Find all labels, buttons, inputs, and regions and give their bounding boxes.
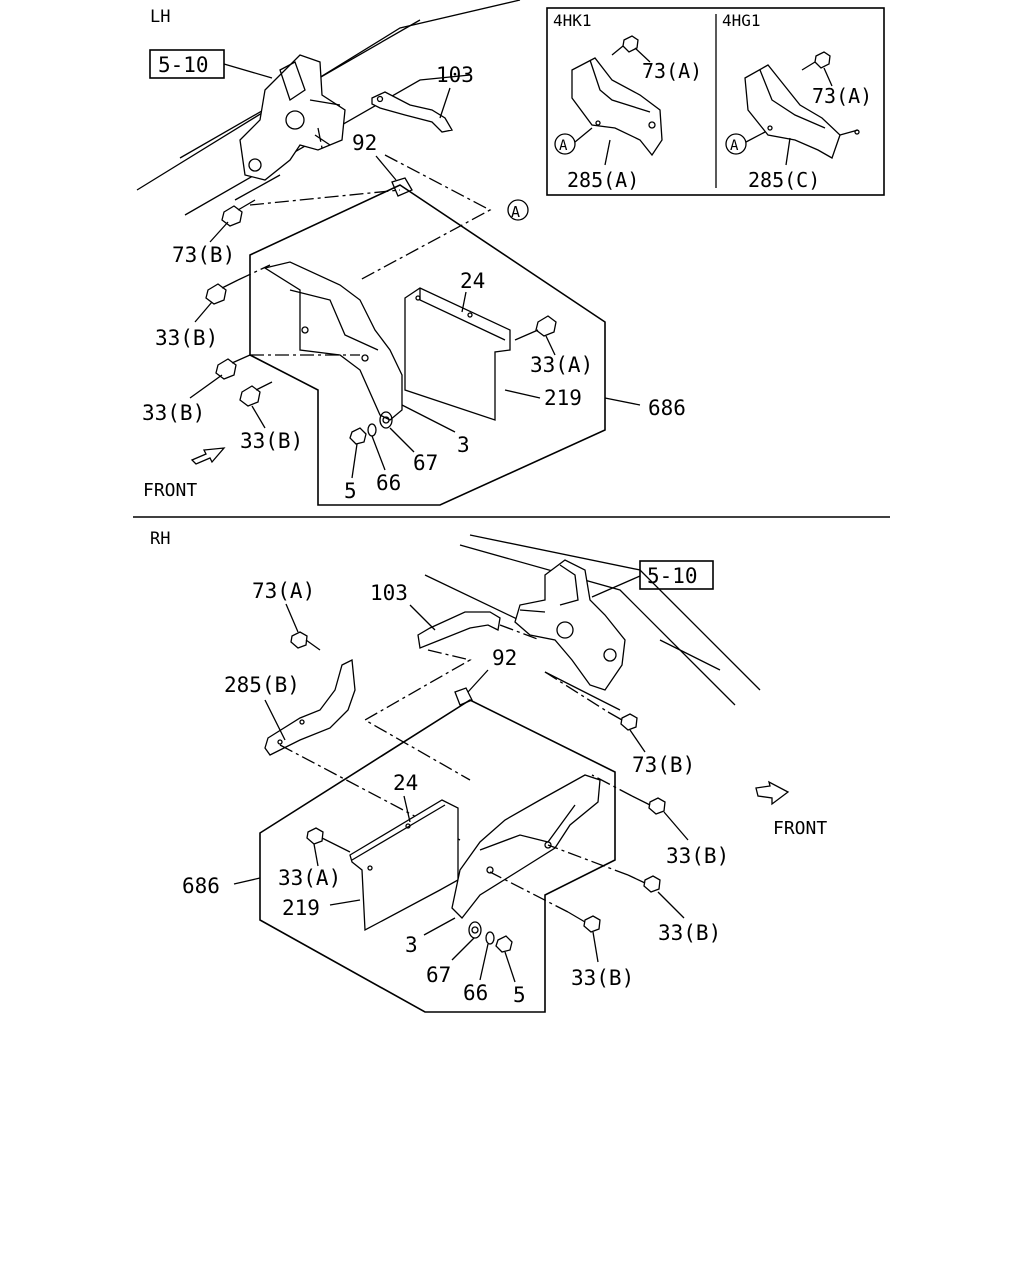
- rh-bracket-103: [417, 611, 501, 649]
- lh-washer-66: [367, 423, 377, 437]
- rh-callout-33b-1: 33(B): [666, 844, 729, 868]
- rh-washer-66: [485, 931, 495, 945]
- rh-nut-5: [495, 935, 513, 953]
- inset-right-bracket-label: 285(C): [748, 168, 820, 192]
- inset-left-title: 4HK1: [553, 11, 592, 30]
- engine-variant-inset: 4HK1 4HG1 73(A) A 285(A): [546, 7, 885, 196]
- lh-callout-33b-3: 33(B): [240, 429, 303, 453]
- rh-callout-219: 219: [282, 896, 320, 920]
- lh-callout-33b-1: 33(B): [155, 326, 218, 350]
- inset-bracket-285c: [744, 64, 860, 159]
- inset-left-bolt-label: 73(A): [642, 59, 702, 83]
- lh-callout-5: 5: [344, 479, 357, 503]
- lh-nut-5: [349, 427, 367, 445]
- rh-dust-cover-24: [349, 799, 459, 932]
- rh-washer-67: [468, 921, 482, 939]
- inset-frame: [546, 7, 885, 196]
- lh-callout-219: 219: [544, 386, 582, 410]
- inset-bolt-73a-right: [801, 51, 831, 71]
- lh-callout-67: 67: [413, 451, 438, 475]
- lh-ref-a: A: [511, 203, 520, 221]
- lh-engine-mount: [239, 54, 346, 181]
- inset-bolt-73a-left: [611, 35, 639, 56]
- lh-front-arrow-icon: [190, 447, 226, 465]
- rh-callout-33a: 33(A): [278, 866, 341, 890]
- inset-right-ref-a-text: A: [730, 138, 739, 154]
- inset-left-ref-a: [554, 133, 576, 155]
- rh-callout-686: 686: [182, 874, 220, 898]
- rh-callout-92: 92: [492, 646, 517, 670]
- rh-callout-3: 3: [405, 933, 418, 957]
- rh-assembly-686-outline: [259, 699, 616, 1013]
- rh-callout-285b: 285(B): [224, 673, 300, 697]
- rh-front-arrow-icon: [755, 780, 790, 806]
- lh-callout-24: 24: [460, 269, 485, 293]
- inset-bracket-285a: [571, 57, 663, 157]
- lh-callout-686: 686: [648, 396, 686, 420]
- rh-bolt-33b-lower: [567, 911, 601, 933]
- rh-callout-5: 5: [513, 983, 526, 1007]
- lh-bolt-73b: [221, 199, 256, 227]
- lh-bolt-33b-upper: [205, 279, 239, 305]
- lh-bolt-33b-middle: [215, 354, 251, 380]
- lh-washer-67: [379, 411, 393, 429]
- rh-callout-73b: 73(B): [632, 753, 695, 777]
- lh-dust-cover-24: [404, 287, 511, 421]
- rh-section: RH 5-10 103 92: [150, 529, 827, 1013]
- rh-bolt-33b-upper: [631, 795, 666, 815]
- lh-front-label: FRONT: [143, 480, 197, 501]
- rh-bolt-33a: [306, 827, 351, 853]
- rh-ref-box[interactable]: [639, 560, 714, 590]
- rh-ref-label: 5-10: [647, 564, 698, 588]
- lh-callout-103: 103: [436, 63, 474, 87]
- rh-callout-33b-2: 33(B): [658, 921, 721, 945]
- rh-bracket-285b: [264, 658, 356, 756]
- rh-shield-219: [451, 774, 601, 919]
- rh-callout-73a: 73(A): [252, 579, 315, 603]
- rh-callout-66: 66: [463, 981, 488, 1005]
- lh-callout-33b-2: 33(B): [142, 401, 205, 425]
- lh-callout-3: 3: [457, 433, 470, 457]
- lh-section-label: LH: [150, 7, 170, 27]
- lh-callout-66: 66: [376, 471, 401, 495]
- lh-ref-label: 5-10: [158, 53, 209, 77]
- inset-left-ref-a-text: A: [559, 138, 568, 154]
- lh-callout-33a: 33(A): [530, 353, 593, 377]
- lh-bolt-33a: [514, 315, 557, 341]
- rh-front-label: FRONT: [773, 818, 827, 839]
- rh-bolt-73a: [290, 631, 321, 651]
- rh-bolt-33b-middle: [627, 874, 661, 893]
- rh-frame-rail: [424, 534, 761, 711]
- lh-section: LH 5-10 103 92: [136, 0, 686, 506]
- inset-right-ref-a: [725, 133, 747, 155]
- rh-section-label: RH: [150, 529, 170, 549]
- inset-right-title: 4HG1: [722, 11, 761, 30]
- lh-bolt-33b-lower: [239, 381, 273, 407]
- inset-right-bolt-label: 73(A): [812, 84, 872, 108]
- lh-shield-219: [263, 261, 403, 421]
- rh-bolt-73b: [607, 711, 638, 731]
- lh-ref-a-marker: [507, 199, 529, 221]
- lh-bracket-103: [371, 91, 454, 133]
- lh-callout-73b: 73(B): [172, 243, 235, 267]
- rh-callout-24: 24: [393, 771, 418, 795]
- inset-left-bracket-label: 285(A): [567, 168, 639, 192]
- lh-assembly-686-outline: [249, 184, 606, 506]
- rh-engine-mount: [514, 559, 626, 691]
- rh-callout-103: 103: [370, 581, 408, 605]
- lh-callout-92: 92: [352, 131, 377, 155]
- rh-callout-67: 67: [426, 963, 451, 987]
- rh-callout-33b-3: 33(B): [571, 966, 634, 990]
